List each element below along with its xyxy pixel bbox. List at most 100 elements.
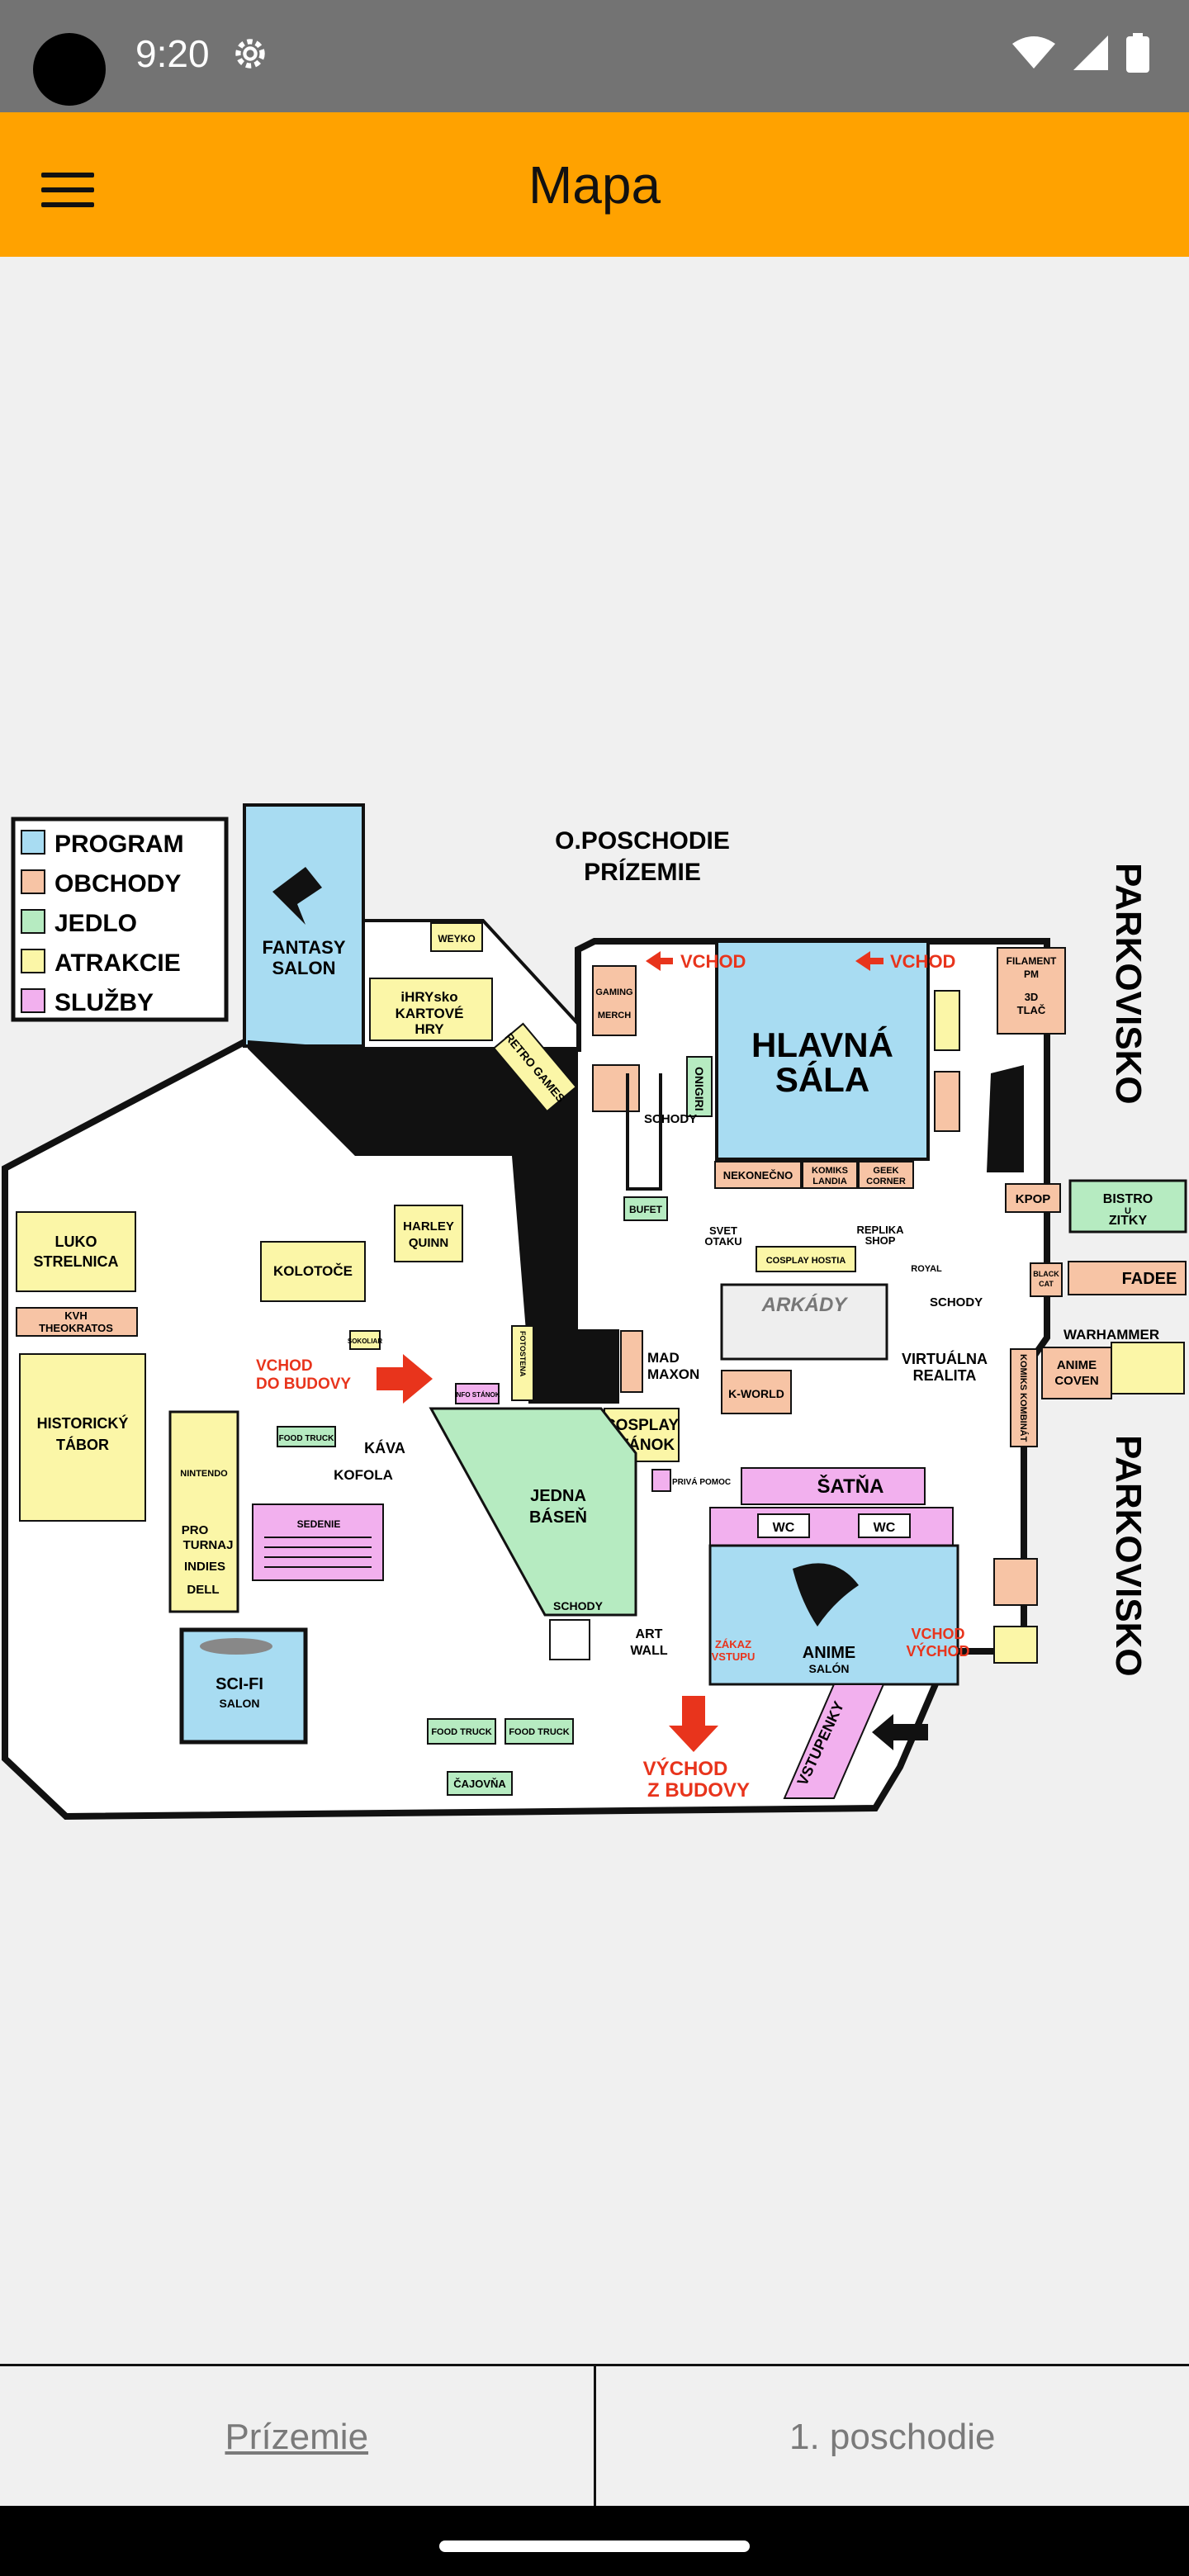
kolotoce-booth[interactable]	[260, 1241, 366, 1302]
svg-text:KÁVA: KÁVA	[364, 1439, 405, 1456]
svg-text:JEDNA: JEDNA	[530, 1487, 586, 1505]
svg-text:CORNER: CORNER	[866, 1177, 906, 1186]
svg-text:PRO: PRO	[182, 1523, 209, 1537]
svg-text:BÁSEŇ: BÁSEŇ	[529, 1507, 587, 1527]
svg-text:QUINN: QUINN	[409, 1236, 448, 1250]
arrow-exit	[669, 1696, 718, 1752]
svg-text:ARKÁDY: ARKÁDY	[761, 1293, 849, 1316]
svg-text:FOTOSTENA: FOTOSTENA	[519, 1331, 527, 1377]
onigiri-booth[interactable]	[686, 1056, 713, 1117]
satna-booth[interactable]	[741, 1467, 926, 1505]
svg-text:VCHOD: VCHOD	[890, 951, 955, 972]
camera-cutout	[33, 33, 106, 106]
seating-rows	[264, 1537, 372, 1568]
svg-text:DELL: DELL	[187, 1583, 219, 1597]
cajovna-booth[interactable]	[447, 1771, 513, 1796]
wc-left[interactable]	[757, 1513, 810, 1538]
cosplay-hostia-booth[interactable]	[756, 1246, 856, 1272]
arrow-vstupenky	[872, 1714, 928, 1750]
map-viewport[interactable]: PROGRAM OBCHODY JEDLO ATRAKCIE SLUŽBY O.…	[0, 257, 1189, 2364]
historicky-tabor-booth[interactable]	[19, 1353, 146, 1522]
svg-text:SCI-FI: SCI-FI	[216, 1675, 263, 1693]
svg-text:SÁLA: SÁLA	[775, 1060, 869, 1099]
svg-text:SVET: SVET	[709, 1224, 737, 1237]
svg-text:SALÓN: SALÓN	[809, 1661, 850, 1675]
svg-text:THEOKRATOS: THEOKRATOS	[39, 1322, 113, 1334]
svg-text:KVH: KVH	[64, 1309, 87, 1322]
kvh-booth[interactable]	[16, 1307, 138, 1337]
weyko-booth[interactable]	[430, 922, 483, 952]
kpop-booth[interactable]	[1005, 1183, 1061, 1213]
gaming-merch-booth[interactable]	[592, 965, 637, 1036]
komiks-landia-booth[interactable]	[802, 1161, 858, 1189]
dark-area	[248, 1040, 578, 1362]
svg-text:KOFOLA: KOFOLA	[334, 1467, 393, 1483]
svg-text:GEEK: GEEK	[873, 1166, 898, 1176]
bistro-booth[interactable]	[1068, 1179, 1187, 1234]
anime-character-icon	[793, 1563, 859, 1627]
svg-text:REPLIKA: REPLIKA	[856, 1224, 904, 1236]
svg-text:ROYAL: ROYAL	[911, 1264, 942, 1274]
svg-text:HRY: HRY	[414, 1021, 444, 1037]
dragon-icon	[272, 867, 322, 925]
arrow-vchod-2	[855, 951, 883, 971]
stairs	[626, 1073, 662, 1191]
legend-sluzby: SLUŽBY	[54, 988, 154, 1016]
svg-text:INDIES: INDIES	[184, 1560, 225, 1574]
gaming-zone[interactable]	[168, 1410, 239, 1613]
svg-text:WEYKO: WEYKO	[438, 933, 475, 945]
svg-text:WC: WC	[874, 1521, 896, 1535]
home-gesture-pill[interactable]	[439, 2540, 750, 2552]
svg-text:BLACK: BLACK	[1033, 1270, 1059, 1278]
nekonecno-booth[interactable]	[714, 1161, 802, 1189]
sedenie-area[interactable]	[252, 1503, 384, 1581]
svg-text:SALON: SALON	[272, 958, 336, 978]
system-nav-bar	[0, 2506, 1189, 2576]
svg-text:KARTOVÉ: KARTOVÉ	[396, 1006, 464, 1021]
tab-1-poschodie[interactable]: 1. poschodie	[789, 2417, 996, 2457]
arkady-stage[interactable]	[720, 1283, 888, 1361]
svg-text:FILAMENT: FILAMENT	[1007, 955, 1057, 967]
geek-corner-booth[interactable]	[858, 1161, 914, 1189]
anime-coven-booth[interactable]	[1041, 1347, 1112, 1399]
svg-text:VCHOD: VCHOD	[680, 951, 746, 972]
hlavna-sala[interactable]	[715, 940, 930, 1161]
wc-right[interactable]	[858, 1513, 911, 1538]
svg-text:VCHOD: VCHOD	[256, 1357, 313, 1375]
k-world-booth[interactable]	[721, 1370, 792, 1414]
menu-icon[interactable]	[41, 155, 111, 225]
fantasy-salon-area[interactable]	[243, 803, 365, 1048]
svg-text:LUKO: LUKO	[55, 1234, 97, 1250]
floor-map[interactable]: PROGRAM OBCHODY JEDLO ATRAKCIE SLUŽBY O.…	[0, 257, 1189, 2364]
dark-corner	[987, 1065, 1024, 1172]
svg-text:ZÁKAZ: ZÁKAZ	[715, 1638, 751, 1650]
luko-strelnica-booth[interactable]	[16, 1211, 136, 1292]
hry-booth[interactable]	[369, 978, 493, 1041]
svg-text:VÝCHOD: VÝCHOD	[906, 1642, 969, 1660]
retro-games-booth[interactable]	[492, 1022, 578, 1113]
jedna-basen-area[interactable]	[429, 1407, 637, 1617]
svg-text:VÝCHOD: VÝCHOD	[643, 1757, 728, 1780]
legend-jedlo: JEDLO	[54, 910, 137, 937]
wifi-icon	[1012, 36, 1055, 69]
vstupenky-booth[interactable]	[783, 1683, 885, 1799]
status-icons	[1012, 33, 1149, 73]
svg-text:WARHAMMER: WARHAMMER	[1063, 1327, 1159, 1342]
svg-text:K-WORLD: K-WORLD	[728, 1387, 784, 1400]
legend-obchody: OBCHODY	[54, 870, 181, 897]
svg-text:SHOP: SHOP	[865, 1234, 896, 1247]
svg-text:REALITA: REALITA	[913, 1367, 977, 1384]
svg-text:OTAKU: OTAKU	[704, 1235, 741, 1248]
svg-text:ONIGIRI: ONIGIRI	[693, 1067, 706, 1111]
svg-text:ŠATŇA: ŠATŇA	[817, 1475, 884, 1498]
bufet-booth[interactable]	[623, 1196, 668, 1221]
floor-title-1: O.POSCHODIE	[555, 827, 730, 855]
fadee-booth[interactable]	[1068, 1261, 1187, 1295]
status-bar: 9:20	[0, 0, 1189, 112]
dark-block	[528, 1329, 619, 1404]
tab-prizemie[interactable]: Prízemie	[225, 2417, 369, 2457]
svg-text:TLAČ: TLAČ	[1017, 1004, 1046, 1016]
harley-quinn-booth[interactable]	[394, 1205, 463, 1262]
page-title: Mapa	[528, 154, 661, 215]
filament-booth[interactable]	[997, 947, 1066, 1035]
